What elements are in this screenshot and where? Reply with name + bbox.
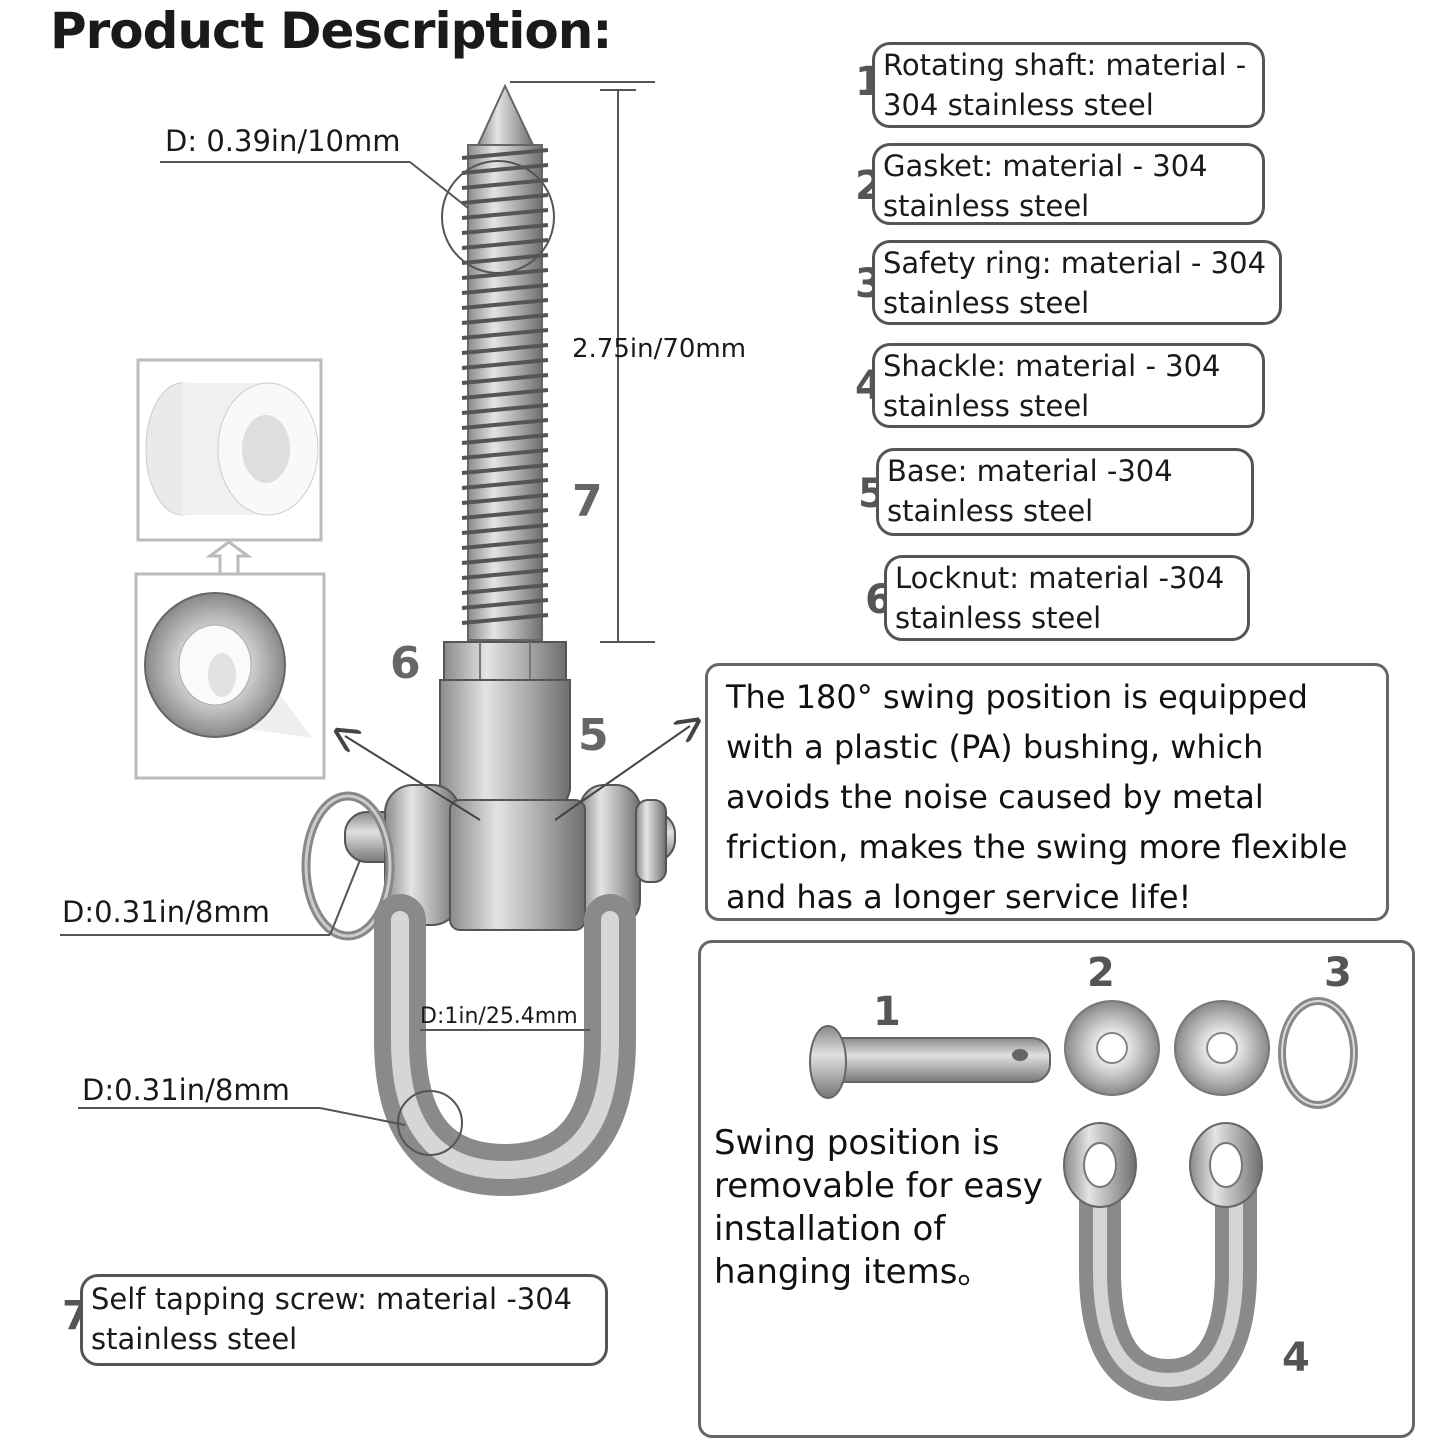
screw-thread: [461, 403, 549, 415]
screw-thread: [461, 538, 549, 550]
shackle-inner-diameter-label: D:1in/25.4mm: [420, 1004, 578, 1029]
spec-4-label: Shackle: material - 304 stainless steel: [872, 343, 1265, 428]
part-pin-number: 1: [873, 989, 901, 1035]
screw-thread: [461, 448, 549, 460]
screw-thread: [461, 223, 549, 235]
bushing-info-box: The 180° swing position is equipped with…: [705, 663, 1389, 921]
spec-1-label: Rotating shaft: material - 304 stainless…: [872, 42, 1265, 128]
screw-thread: [461, 463, 549, 475]
shackle-callouts: [60, 859, 590, 1156]
page-title: Product Description:: [50, 2, 612, 60]
screw-callout-number: 7: [572, 476, 603, 527]
screw-thread: [461, 238, 549, 250]
screw-thread: [461, 613, 549, 625]
screw-thread: [461, 313, 549, 325]
spec-7-label: Self tapping screw: material -304 stainl…: [80, 1274, 608, 1366]
shackle-diameter-label: D:0.31in/8mm: [82, 1073, 290, 1107]
base-callout-number: 5: [578, 710, 609, 761]
screw-thread: [461, 523, 549, 535]
screw-diameter-callout: [160, 160, 555, 274]
part-shackle-number: 4: [1282, 1335, 1310, 1381]
spec-5-label: Base: material -304 stainless steel: [876, 448, 1254, 536]
pin-diameter-label: D:0.31in/8mm: [62, 895, 270, 929]
screw-thread: [461, 268, 549, 280]
screw-thread: [461, 568, 549, 580]
part-gasket-number: 2: [1087, 950, 1115, 996]
screw-thread: [461, 598, 549, 610]
screw-thread: [461, 178, 549, 190]
screw-thread: [461, 418, 549, 430]
screw-thread: [461, 493, 549, 505]
clevis-pin-icon: [301, 784, 676, 941]
bushing-inset: [134, 358, 326, 780]
screw-length-label: 2.75in/70mm: [572, 334, 747, 364]
spec-6-label: Locknut: material -304 stainless steel: [884, 555, 1250, 641]
swing-arrows: [345, 726, 690, 821]
spec-2-label: Gasket: material - 304 stainless steel: [872, 143, 1265, 225]
locknut-callout-number: 6: [390, 638, 421, 689]
screw-thread: [461, 298, 549, 310]
locknut-icon: [443, 641, 567, 681]
screw-thread: [461, 583, 549, 595]
screw-thread: [461, 253, 549, 265]
screw-thread: [461, 433, 549, 445]
shackle-icon: [374, 894, 636, 1197]
screw-diameter-label: D: 0.39in/10mm: [165, 124, 401, 158]
part-ring-number: 3: [1324, 950, 1352, 996]
removable-note: Swing position is removable for easy ins…: [714, 1123, 1043, 1292]
screw-thread: [461, 163, 549, 175]
screw-thread: [461, 193, 549, 205]
parts-illustration: [809, 997, 1358, 1402]
screw-thread: [461, 358, 549, 370]
screw-thread: [461, 553, 549, 565]
screw-thread: [461, 148, 549, 160]
screw-thread: [461, 478, 549, 490]
screw-thread: [461, 388, 549, 400]
screw-thread: [461, 208, 549, 220]
screw-thread: [461, 508, 549, 520]
screw-thread: [461, 373, 549, 385]
length-dimension-line: [510, 81, 655, 643]
screw-thread: [461, 343, 549, 355]
screw-icon: [461, 83, 549, 641]
screw-thread: [461, 283, 549, 295]
screw-thread: [461, 328, 549, 340]
spec-3-label: Safety ring: material - 304 stainless st…: [872, 240, 1282, 325]
parts-box: [698, 940, 1415, 1438]
